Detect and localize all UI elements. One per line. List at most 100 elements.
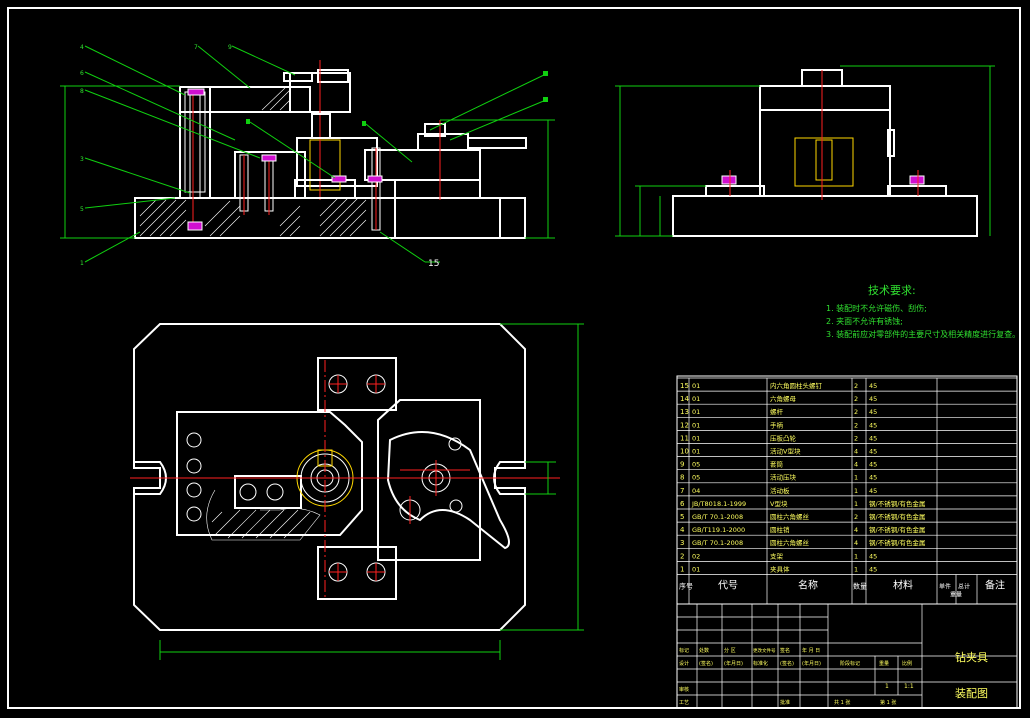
tb-sheet: 第 1 张 — [880, 699, 896, 706]
note-line: 1. 装配时不允许磁伤、刮伤; — [826, 304, 927, 313]
bom-cell: 14 — [680, 395, 689, 403]
bom-cell: 01 — [692, 448, 700, 456]
leader-num: 5 — [80, 206, 84, 213]
bom-cell: 支架 — [770, 551, 784, 560]
tb-scale: 比例 — [902, 660, 912, 667]
tb-label: 处数 — [699, 647, 709, 654]
bom-cell: 5 — [680, 513, 684, 521]
leader-num: 4 — [80, 44, 84, 51]
bom-cell: 04 — [692, 487, 700, 495]
drawing-border — [7, 7, 1021, 709]
bom-cell: 02 — [692, 552, 700, 560]
tb-label: 更改文件号 — [753, 647, 776, 654]
bom-cell: 1 — [680, 565, 684, 573]
tb-label: 标记 — [679, 647, 689, 654]
bom-cell: 45 — [869, 382, 877, 390]
bom-cell: 2 — [854, 421, 858, 429]
bom-cell: 2 — [680, 552, 684, 560]
bom-cell: 螺杆 — [770, 407, 784, 416]
note-line: 2. 夹面不允许有锈蚀; — [826, 317, 903, 326]
bom-header-cell: 备注 — [985, 579, 1005, 592]
tb-label: (签名) — [780, 660, 794, 667]
front-view: 15 — [60, 45, 555, 269]
bom-table — [676, 375, 1018, 605]
bom-cell: 内六角圆柱头螺钉 — [770, 381, 823, 390]
bom-cell: 45 — [869, 565, 877, 573]
bom-cell: 手柄 — [770, 420, 784, 429]
bom-cell: 15 — [680, 382, 689, 390]
bom-cell: 01 — [692, 565, 700, 573]
tb-label: (签名) — [699, 660, 713, 667]
bom-cell: 01 — [692, 434, 700, 442]
tb-label: 批准 — [780, 699, 790, 706]
leader-num: 3 — [80, 156, 84, 163]
bom-cell: 圆柱六角螺丝 — [770, 538, 810, 547]
bom-cell: 1 — [854, 487, 858, 495]
tb-label: 分 区 — [724, 647, 736, 654]
bom-cell: 活动V型块 — [770, 447, 801, 456]
bom-cell: 01 — [692, 408, 700, 416]
technical-notes: 技术要求: 1. 装配时不允许磁伤、刮伤; 2. 夹面不允许有锈蚀; 3. 装配… — [826, 282, 1020, 341]
bom-header-cell: 总计 — [958, 583, 970, 591]
bom-cell: 45 — [869, 408, 877, 416]
bom-cell: 45 — [869, 395, 877, 403]
bom-header-cell: 数量 — [853, 582, 867, 591]
bom-cell: 9 — [680, 461, 684, 469]
side-view — [615, 65, 995, 237]
bom-cell: 05 — [692, 474, 700, 482]
bom-cell: V型块 — [770, 499, 788, 508]
tb-weight: 重量 — [879, 660, 889, 667]
tb-label: 签名 — [780, 647, 790, 654]
bom-cell: 1 — [854, 474, 858, 482]
top-view — [130, 323, 584, 660]
bom-cell: 8 — [680, 474, 684, 482]
tb-label: 标准化 — [753, 660, 768, 667]
tb-label: (年月日) — [724, 660, 743, 667]
bom-header-weight: 重量 — [950, 591, 962, 599]
bom-cell: 六角螺母 — [770, 394, 797, 403]
tb-sheets: 共 1 张 — [834, 699, 850, 706]
bom-cell: 压板凸轮 — [770, 433, 797, 442]
bom-cell: 1 — [854, 552, 858, 560]
bom-cell: 2 — [854, 395, 858, 403]
bom-cell: 4 — [854, 461, 858, 469]
bom-cell: GB/T 70.1-2008 — [692, 539, 743, 547]
bom-cell: 45 — [869, 421, 877, 429]
leader-num: 8 — [80, 88, 84, 95]
bom-cell: 2 — [854, 434, 858, 442]
drawing-type: 装配图 — [955, 687, 988, 700]
bom-cell: 45 — [869, 434, 877, 442]
bom-cell: 45 — [869, 448, 877, 456]
bom-cell: 2 — [854, 513, 858, 521]
bom-header-cell: 名称 — [798, 579, 818, 592]
bom-cell: 01 — [692, 421, 700, 429]
leader-num: 6 — [80, 70, 84, 77]
bom-cell: 套筒 — [770, 460, 784, 469]
bom-cell: 4 — [854, 526, 858, 534]
tb-count: 1 — [885, 683, 889, 690]
leader-15-label: 15 — [428, 259, 439, 269]
bom-cell: 45 — [869, 487, 877, 495]
bom-cell: 钢/不锈钢/有色金属 — [869, 499, 925, 508]
bom-cell: 13 — [680, 408, 689, 416]
bom-cell: JB/T8018.1-1999 — [691, 500, 746, 508]
bom-cell: 05 — [692, 461, 700, 469]
bom-cell: 45 — [869, 461, 877, 469]
bom-cell: 01 — [692, 395, 700, 403]
leader-num: 9 — [228, 44, 232, 51]
bom-cell: 10 — [680, 448, 689, 456]
bom-cell: 圆柱销 — [770, 525, 790, 534]
bom-cell: 7 — [680, 487, 684, 495]
bom-cell: 6 — [680, 500, 685, 508]
tb-label: 设计 — [679, 660, 689, 667]
bom-cell: 4 — [680, 526, 685, 534]
bom-cell: 4 — [854, 448, 858, 456]
bom-cell: 3 — [680, 539, 684, 547]
bom-cell: GB/T 70.1-2008 — [692, 513, 743, 521]
bom-cell: GB/T119.1-2000 — [692, 526, 745, 534]
bom-header-cell: 代号 — [718, 580, 738, 592]
bom-cell: 活动板 — [770, 486, 790, 495]
title-block — [676, 603, 1018, 709]
